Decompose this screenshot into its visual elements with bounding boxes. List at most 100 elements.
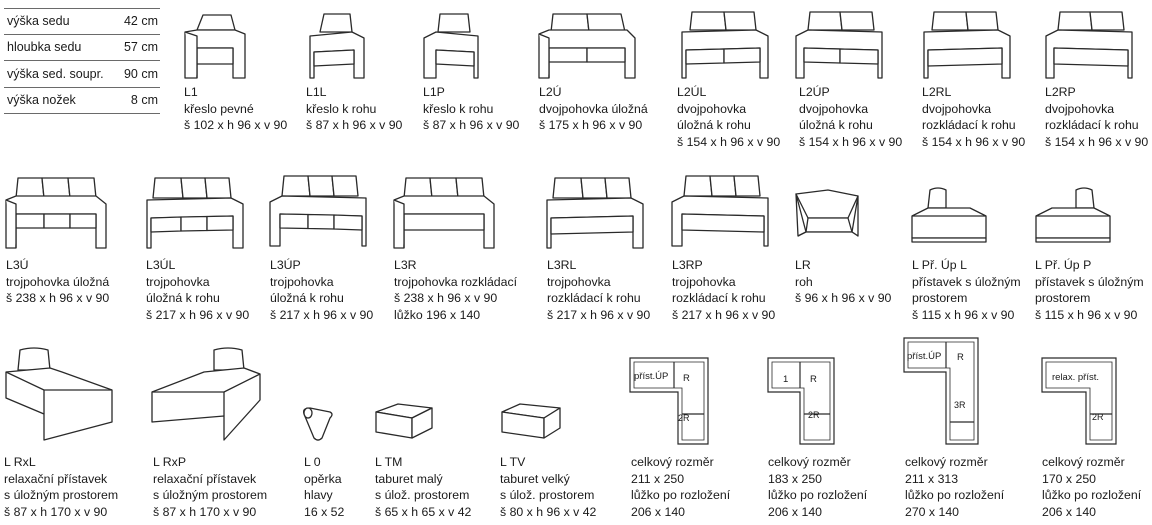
product-code: L3RP [672, 258, 703, 272]
layout-plan-1: příst.ÚP R 2R [628, 356, 712, 446]
product-line: dvojpohovka úložná [539, 101, 648, 116]
product-line: trojpohovka úložná [6, 274, 110, 289]
product-code: L TV [500, 455, 526, 469]
spec-row: výška sed. soupr. 90 cm [4, 61, 160, 88]
spec-row: výška nožek 8 cm [4, 88, 160, 114]
two-seat-bed-corner-left-sketch [922, 6, 1012, 80]
relax-extension-right-sketch [148, 344, 264, 444]
small-ottoman-sketch [372, 400, 436, 450]
plan-label: příst.ÚP [634, 371, 668, 382]
product-line: trojpohovka [547, 274, 611, 289]
product-code: L2Ú [539, 85, 562, 99]
product-line: š 217 x h 96 x v 90 [270, 307, 374, 322]
layout-caption: celkový rozměr 183 x 250 lůžko po rozlož… [768, 454, 867, 520]
product-caption: LR roh š 96 x h 96 x v 90 [795, 257, 891, 307]
product-line: dvojpohovka [799, 101, 869, 116]
product-caption: L3RP trojpohovka rozkládací k rohu š 217… [672, 257, 775, 323]
product-code: LR [795, 258, 811, 272]
product-code: L TM [375, 455, 403, 469]
layout-plan-2: 1 R 2R [766, 356, 838, 446]
product-code: L2RP [1045, 85, 1076, 99]
spec-label: výška sed. soupr. [7, 66, 104, 81]
spec-value: 57 cm [123, 40, 158, 55]
two-seat-bed-corner-right-sketch [1044, 6, 1134, 80]
layout-title: celkový rozměr [905, 455, 988, 469]
product-code: L3R [394, 258, 417, 272]
layout-title: celkový rozměr [768, 455, 851, 469]
product-caption: L TV taburet velký s úlož. prostorem š 8… [500, 454, 596, 520]
product-line: š 102 x h 96 x v 90 [184, 118, 288, 132]
product-line: š 154 x h 96 x v 90 [799, 134, 903, 149]
product-line: hlavy [304, 488, 333, 502]
product-line: rozkládací k rohu [922, 118, 1016, 132]
product-line: lůžko 196 x 140 [394, 307, 481, 322]
layout-plan-3: příst.ÚP R 3R [902, 336, 982, 446]
two-seat-corner-right-sketch [794, 6, 884, 80]
product-code: L1L [306, 85, 327, 99]
plan-label: 2R [808, 410, 820, 420]
product-line: š 96 x h 96 x v 90 [795, 291, 892, 305]
product-caption: L2RL dvojpohovka rozkládací k rohu š 154… [922, 84, 1025, 150]
plan-label: 2R [1092, 412, 1104, 422]
product-line: relaxační přístavek [153, 471, 257, 486]
product-caption: L2RP dvojpohovka rozkládací k rohu š 154… [1045, 84, 1148, 150]
layout-line: 206 x 140 [768, 504, 823, 519]
layout-line: lůžko po rozložení [631, 488, 731, 502]
layout-line: lůžko po rozložení [1042, 488, 1142, 502]
plan-label: 1 [783, 374, 788, 385]
layout-line: lůžko po rozložení [768, 488, 868, 502]
armchair-corner-left-sketch [306, 8, 366, 80]
armchair-corner-right-sketch [422, 8, 482, 80]
layout-line: 183 x 250 [768, 471, 823, 486]
three-seat-corner-left-sketch [145, 172, 245, 252]
product-line: opěrka [304, 471, 342, 486]
product-line: dvojpohovka [677, 101, 747, 116]
spec-value: 8 cm [130, 93, 158, 108]
product-line: š 87 x h 170 x v 90 [4, 504, 108, 519]
product-line: křeslo k rohu [423, 101, 494, 116]
spec-label: výška sedu [7, 14, 70, 29]
layout-line: 206 x 140 [631, 504, 686, 519]
product-line: rozkládací k rohu [1045, 118, 1139, 132]
product-code: L2RL [922, 85, 952, 99]
three-seat-bed-corner-right-sketch [670, 170, 770, 250]
product-line: úložná k rohu [270, 291, 344, 305]
product-code: L1P [423, 85, 445, 99]
product-caption: L1 křeslo pevné š 102 x h 96 x v 90 [184, 84, 287, 134]
product-line: š 87 x h 170 x v 90 [153, 504, 257, 519]
layout-line: 211 x 250 [631, 471, 685, 486]
product-line: trojpohovka [270, 274, 334, 289]
product-caption: L3Ú trojpohovka úložná š 238 x h 96 x v … [6, 257, 109, 307]
armchair-fixed-sketch [183, 12, 247, 80]
product-line: š 217 x h 96 x v 90 [146, 307, 250, 322]
extension-storage-right-sketch [1032, 186, 1114, 246]
product-code: L Př. Úp L [912, 258, 967, 272]
product-caption: L Př. Úp L přístavek s úložným prostorem… [912, 257, 1021, 323]
product-caption: L TM taburet malý s úlož. prostorem š 65… [375, 454, 471, 520]
product-caption: L1P křeslo k rohu š 87 x h 96 x v 90 [423, 84, 519, 134]
product-code: L3RL [547, 258, 577, 272]
product-line: š 238 x h 96 x v 90 [394, 291, 498, 305]
two-seat-corner-left-sketch [680, 6, 770, 80]
product-caption: L RxP relaxační přístavek s úložným pros… [153, 454, 267, 520]
layout-caption: celkový rozměr 211 x 250 lůžko po rozlož… [631, 454, 730, 520]
layout-caption: celkový rozměr 170 x 250 lůžko po rozlož… [1042, 454, 1141, 520]
layout-line: 270 x 140 [905, 504, 960, 519]
relax-extension-left-sketch [4, 344, 116, 444]
three-seat-sofa-sketch [4, 172, 108, 254]
large-ottoman-sketch [498, 400, 564, 450]
product-caption: L3ÚL trojpohovka úložná k rohu š 217 x h… [146, 257, 249, 323]
product-line: š 115 x h 96 x v 90 [1035, 307, 1138, 322]
product-line: trojpohovka rozkládací [394, 274, 518, 289]
plan-label: R [957, 352, 964, 363]
product-line: š 154 x h 96 x v 90 [677, 134, 781, 149]
product-line: přístavek s úložným [912, 274, 1021, 289]
product-code: L2ÚP [799, 85, 830, 99]
product-line: dvojpohovka [1045, 101, 1115, 116]
product-line: prostorem [1035, 291, 1091, 305]
product-code: L3Ú [6, 258, 29, 272]
product-code: L Př. Úp P [1035, 258, 1092, 272]
product-line: rozkládací k rohu [672, 291, 766, 305]
product-line: š 65 x h 65 x v 42 [375, 504, 472, 519]
product-caption: L2Ú dvojpohovka úložná š 175 x h 96 x v … [539, 84, 648, 134]
